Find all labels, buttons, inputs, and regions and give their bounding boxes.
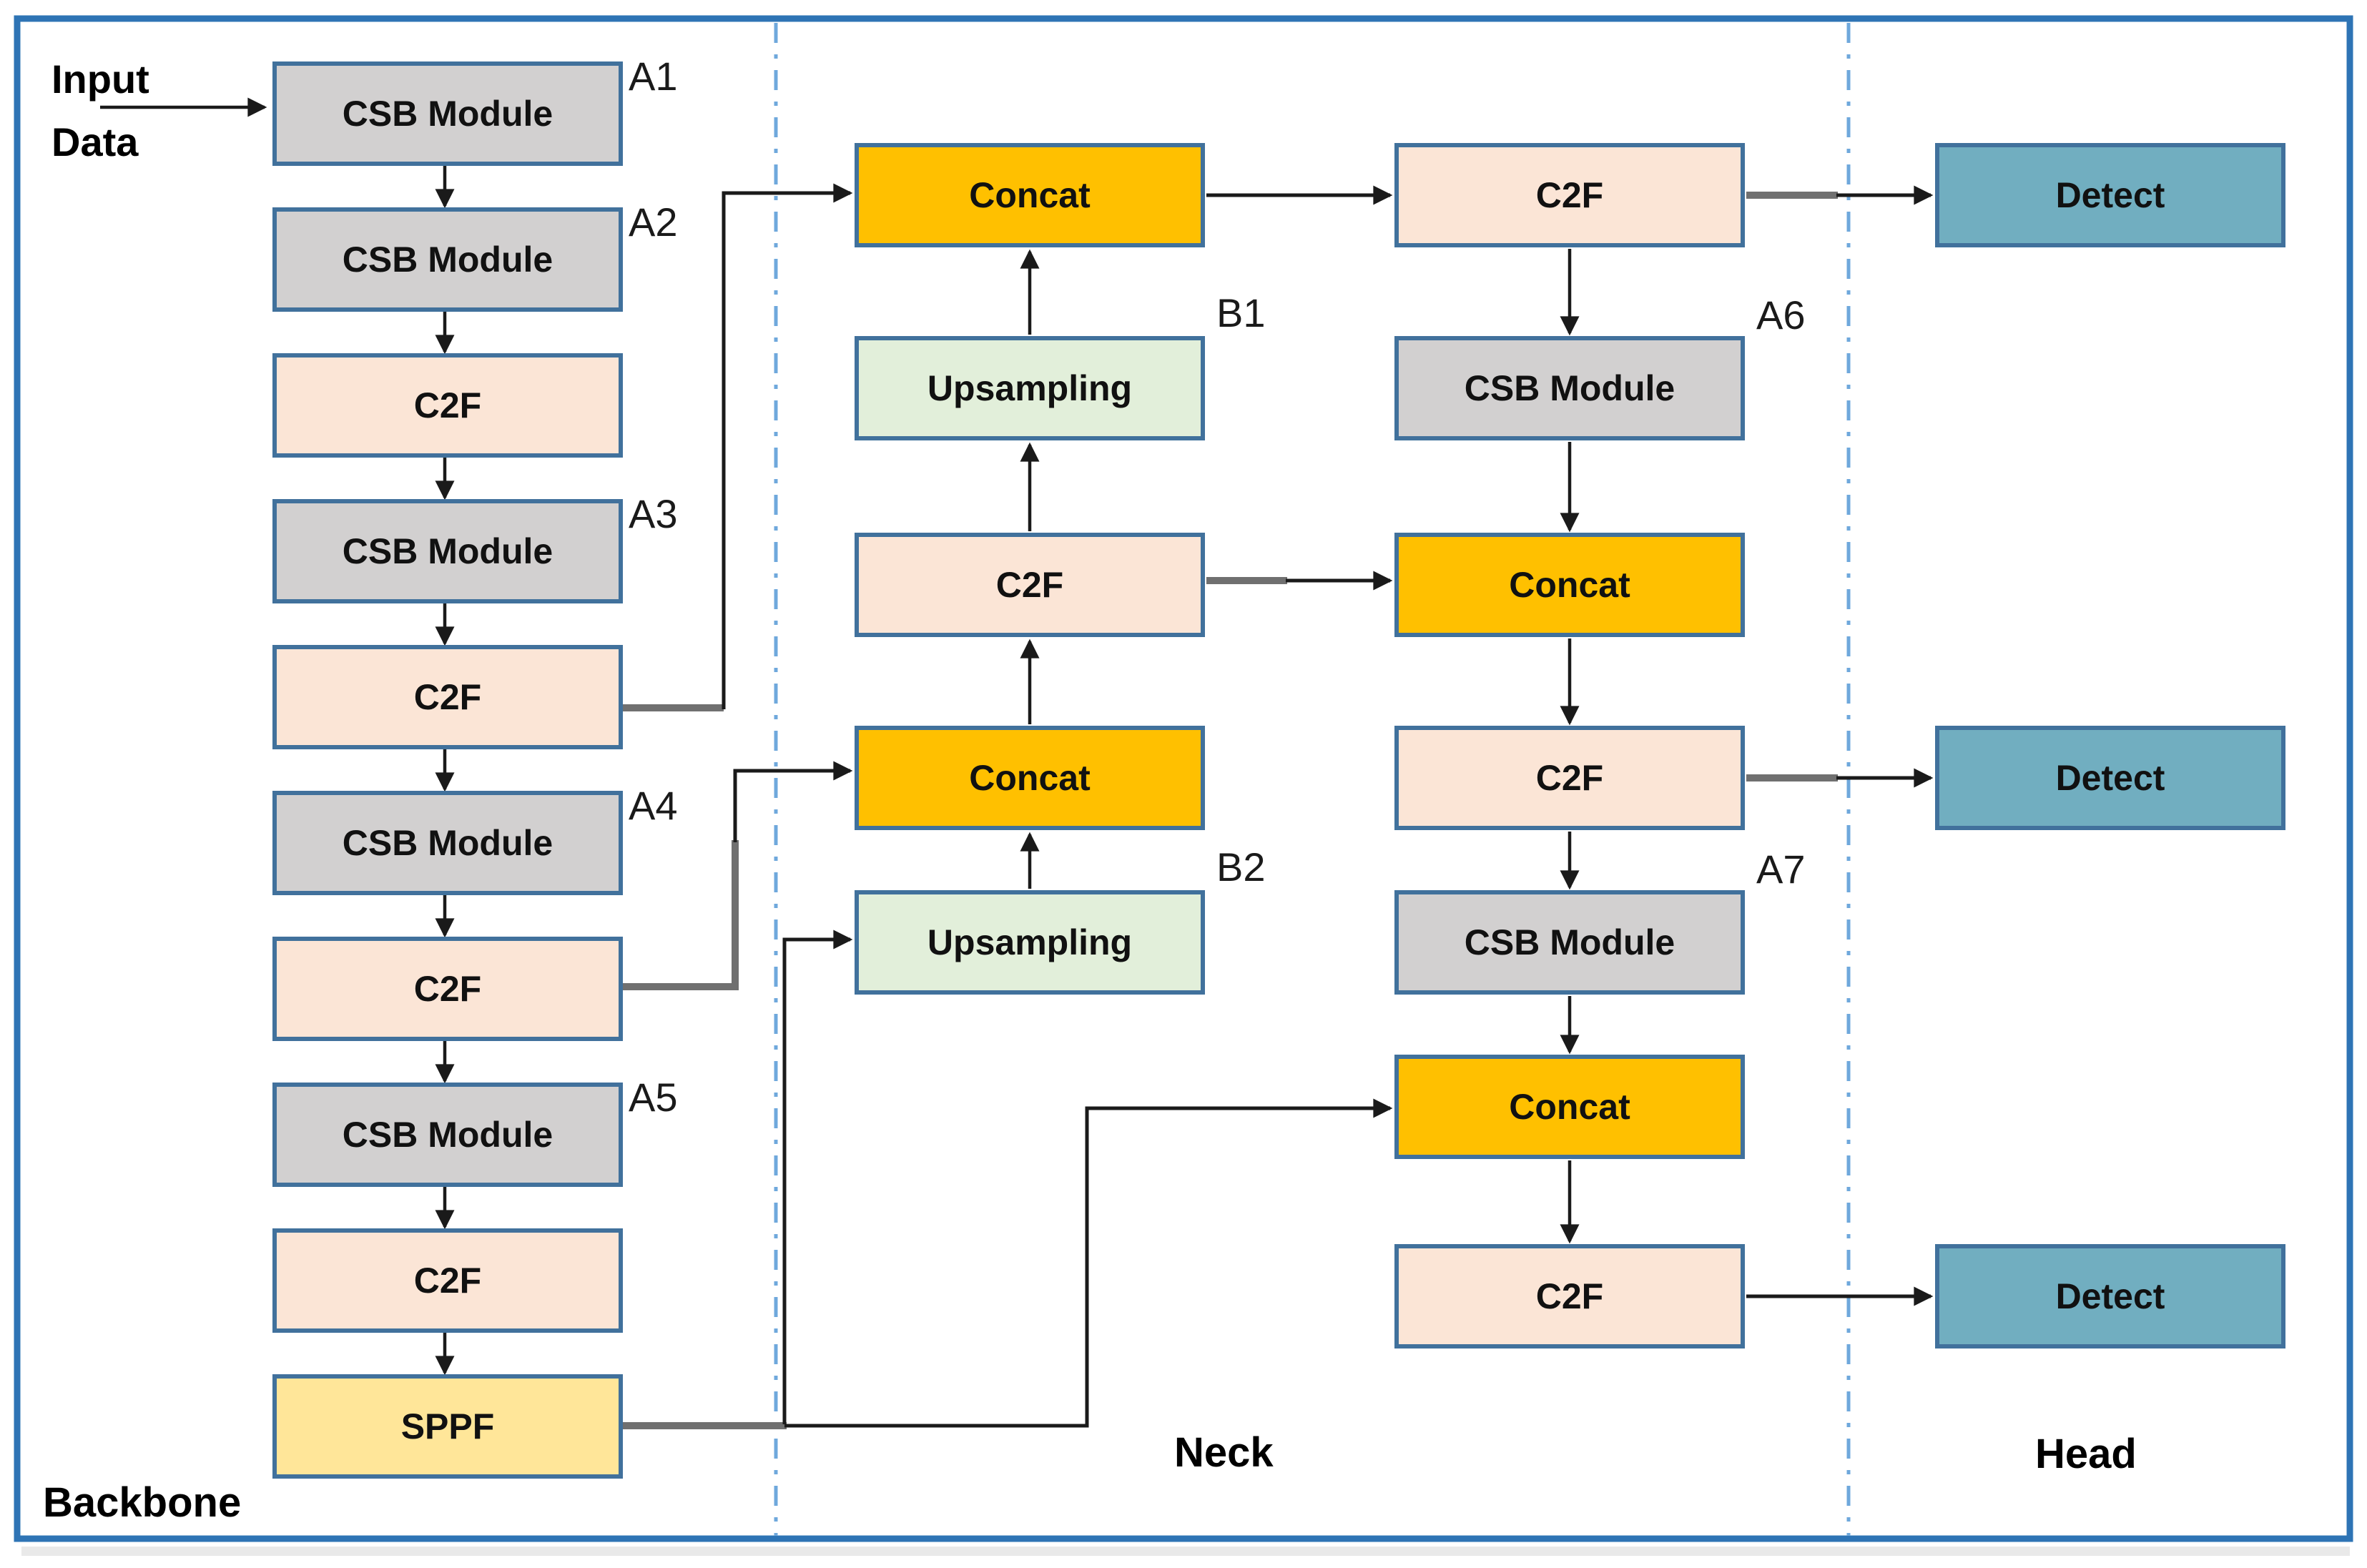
node-label: CSB Module bbox=[342, 1115, 553, 1155]
input-data-label-line2: Data bbox=[51, 119, 139, 164]
node-label: SPPF bbox=[400, 1406, 495, 1446]
node-label: Detect bbox=[2055, 758, 2165, 798]
section-label-backbone: Backbone bbox=[43, 1479, 242, 1526]
node-label: Concat bbox=[969, 175, 1091, 215]
node-detect-1: Detect bbox=[1935, 143, 2285, 247]
node-head-concat-2: Concat bbox=[1394, 1055, 1745, 1159]
node-label: CSB Module bbox=[342, 531, 553, 571]
node-tag-a2: A2 bbox=[629, 199, 678, 245]
node-tag-a5: A5 bbox=[629, 1075, 678, 1120]
node-label: C2F bbox=[413, 1261, 482, 1301]
page-shadow bbox=[21, 1547, 2350, 1556]
node-tag-a6: A6 bbox=[1756, 292, 1806, 337]
gray-stub bbox=[616, 840, 739, 990]
node-label: CSB Module bbox=[1464, 368, 1675, 408]
node-label: C2F bbox=[413, 385, 482, 425]
node-detect-3: Detect bbox=[1935, 1244, 2285, 1348]
node-tag-a7: A7 bbox=[1756, 847, 1806, 892]
node-tag-b2: B2 bbox=[1216, 844, 1266, 889]
node-label: C2F bbox=[413, 969, 482, 1009]
node-backbone-c2f-1: C2F bbox=[272, 353, 623, 458]
section-label-neck: Neck bbox=[1174, 1429, 1274, 1476]
node-detect-2: Detect bbox=[1935, 726, 2285, 830]
node-upsampling-b2: Upsampling bbox=[855, 890, 1205, 995]
node-label: Concat bbox=[1509, 565, 1630, 605]
node-head-c2f-3: C2F bbox=[1394, 1244, 1745, 1348]
node-csb-a7: CSB Module bbox=[1394, 890, 1745, 995]
node-label: C2F bbox=[1535, 758, 1604, 798]
node-backbone-c2f-3: C2F bbox=[272, 937, 623, 1041]
node-csb-a6: CSB Module bbox=[1394, 336, 1745, 440]
skip-connector bbox=[722, 183, 853, 709]
node-csb-a5: CSB Module bbox=[272, 1083, 623, 1187]
node-sppf: SPPF bbox=[272, 1374, 623, 1479]
node-label: CSB Module bbox=[342, 823, 553, 863]
node-backbone-c2f-4: C2F bbox=[272, 1228, 623, 1333]
node-label: C2F bbox=[1535, 175, 1604, 215]
sppf-to-concat-connector bbox=[784, 1098, 1393, 1428]
backbone-to-neck-connectors bbox=[616, 183, 1393, 1429]
node-label: Concat bbox=[1509, 1087, 1630, 1127]
node-label: Upsampling bbox=[927, 368, 1133, 408]
node-label: CSB Module bbox=[1464, 922, 1675, 962]
node-csb-a2: CSB Module bbox=[272, 207, 623, 312]
node-head-c2f-2: C2F bbox=[1394, 726, 1745, 830]
node-tag-a3: A3 bbox=[629, 491, 678, 536]
detect-arrows bbox=[1746, 185, 1934, 1306]
node-label: Concat bbox=[969, 758, 1091, 798]
node-backbone-c2f-2: C2F bbox=[272, 645, 623, 749]
node-csb-a1: CSB Module bbox=[272, 61, 623, 166]
node-neck-concat-2: Concat bbox=[855, 726, 1205, 830]
section-label-head: Head bbox=[2035, 1431, 2137, 1477]
node-csb-a4: CSB Module bbox=[272, 791, 623, 895]
outer-frame-border bbox=[14, 15, 2353, 1542]
node-label: Detect bbox=[2055, 175, 2165, 215]
node-label: Upsampling bbox=[927, 922, 1133, 962]
node-tag-a4: A4 bbox=[629, 783, 678, 828]
node-label: Detect bbox=[2055, 1276, 2165, 1316]
neck-horizontal-arrows bbox=[1206, 185, 1393, 591]
node-neck-concat-1: Concat bbox=[855, 143, 1205, 247]
node-tag-b1: B1 bbox=[1216, 290, 1266, 335]
node-label: CSB Module bbox=[342, 240, 553, 280]
node-upsampling-b1: Upsampling bbox=[855, 336, 1205, 440]
node-head-c2f-1: C2F bbox=[1394, 143, 1745, 247]
sppf-to-upsampling-connector bbox=[782, 930, 853, 1424]
node-label: C2F bbox=[413, 677, 482, 717]
input-data-label-line1: Input bbox=[51, 56, 149, 102]
skip-connector bbox=[733, 761, 853, 842]
node-head-concat-1: Concat bbox=[1394, 533, 1745, 637]
node-neck-c2f: C2F bbox=[855, 533, 1205, 637]
node-label: CSB Module bbox=[342, 94, 553, 134]
node-csb-a3: CSB Module bbox=[272, 499, 623, 603]
node-label: C2F bbox=[1535, 1276, 1604, 1316]
node-tag-a1: A1 bbox=[629, 54, 678, 99]
node-label: C2F bbox=[995, 565, 1064, 605]
